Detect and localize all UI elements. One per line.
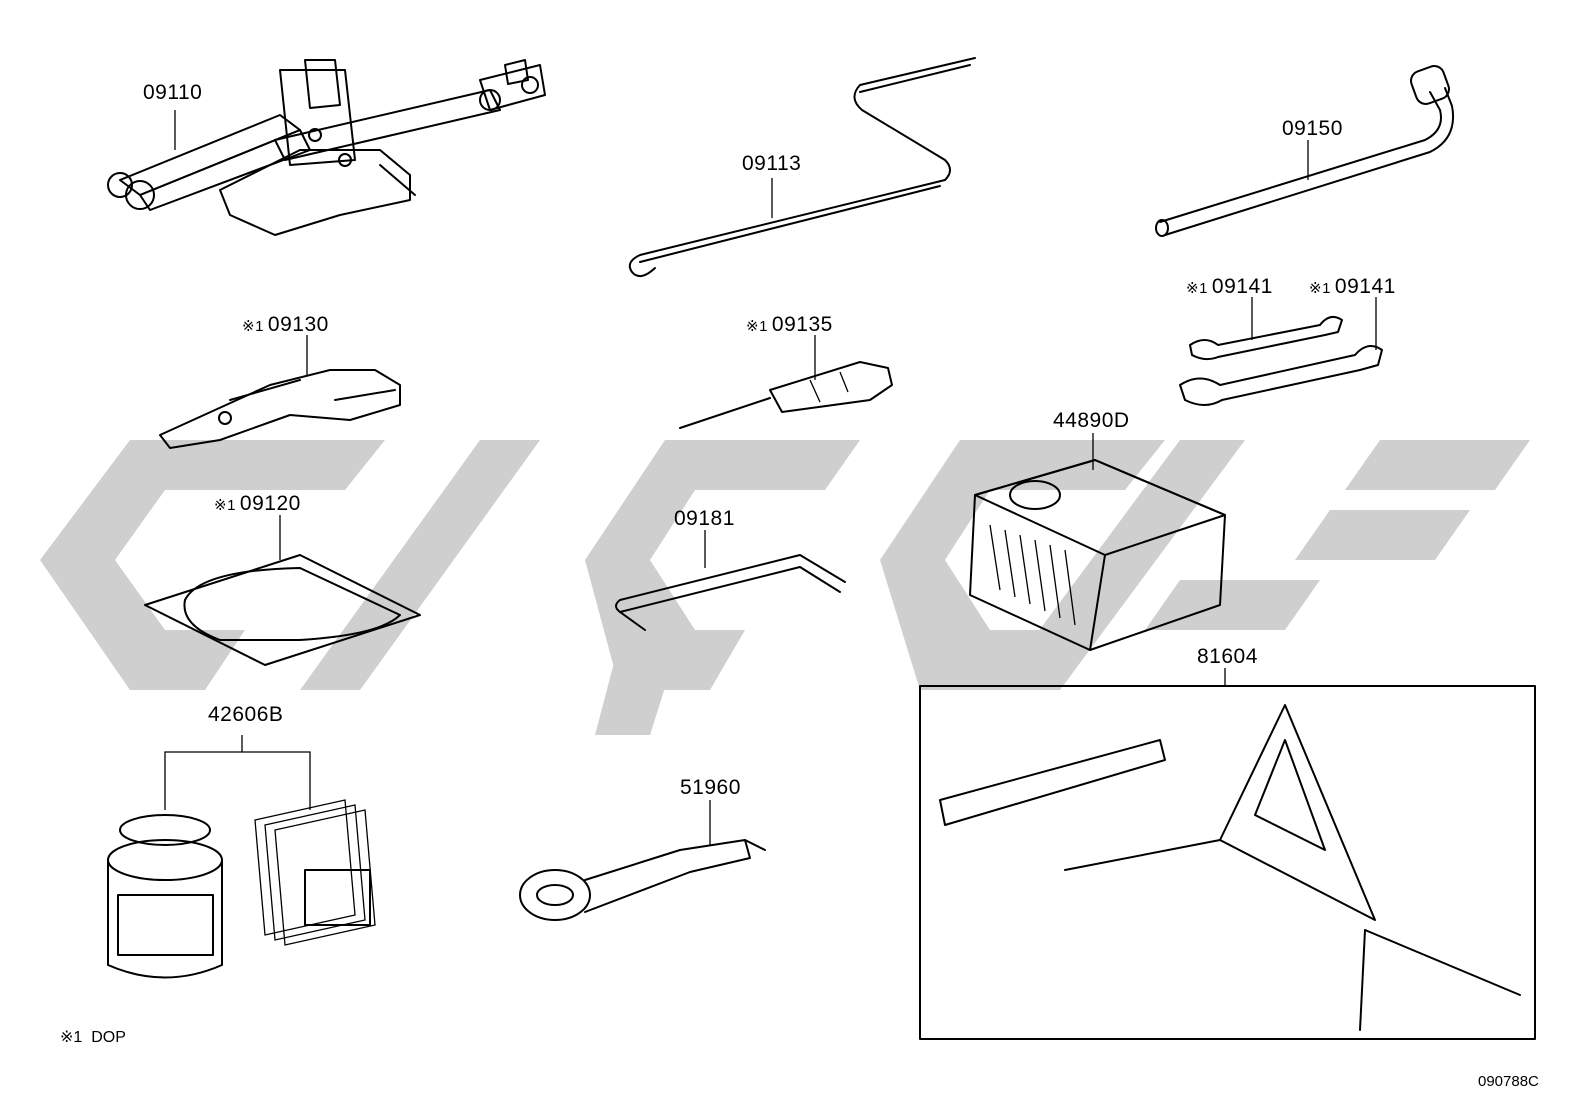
- dop-marker: ※1: [1309, 280, 1331, 297]
- repair-kit-illustration: [107, 735, 376, 979]
- hex-key-illustration: [615, 530, 846, 631]
- part-label-jack: 09110: [143, 81, 203, 104]
- warning-triangle-illustration: [919, 668, 1536, 1040]
- screwdriver-illustration: [679, 335, 893, 429]
- wheel-nut-wrench-illustration: [1155, 65, 1454, 237]
- part-label-jack-handle: 09113: [742, 152, 802, 175]
- dop-marker: ※1: [242, 318, 264, 335]
- tool-bag-illustration: [144, 515, 421, 666]
- part-label-warning-triangle: 81604: [1197, 645, 1258, 668]
- dop-marker: ※1: [1186, 280, 1208, 297]
- towing-eye-illustration: [519, 800, 766, 921]
- dop-marker: ※1: [746, 318, 768, 335]
- legend-note: ※1 DOP: [60, 1029, 126, 1046]
- part-label-towing-eye: 51960: [680, 776, 741, 799]
- wrench-illustration: [1179, 297, 1383, 406]
- dop-marker: ※1: [214, 497, 236, 514]
- part-label-repair-kit: 42606B: [208, 703, 284, 726]
- air-compressor-illustration: [969, 433, 1226, 651]
- watermark-logo: [40, 440, 1530, 735]
- pliers-illustration: [159, 335, 401, 449]
- part-label-air-compressor: 44890D: [1053, 409, 1130, 432]
- jack-handle-illustration: [628, 57, 976, 278]
- part-label-hex-key: 09181: [674, 507, 735, 530]
- figure-code: 090788C: [1478, 1073, 1539, 1090]
- part-label-wheel-nut-wrench: 09150: [1282, 117, 1343, 140]
- jack-illustration: [107, 59, 546, 236]
